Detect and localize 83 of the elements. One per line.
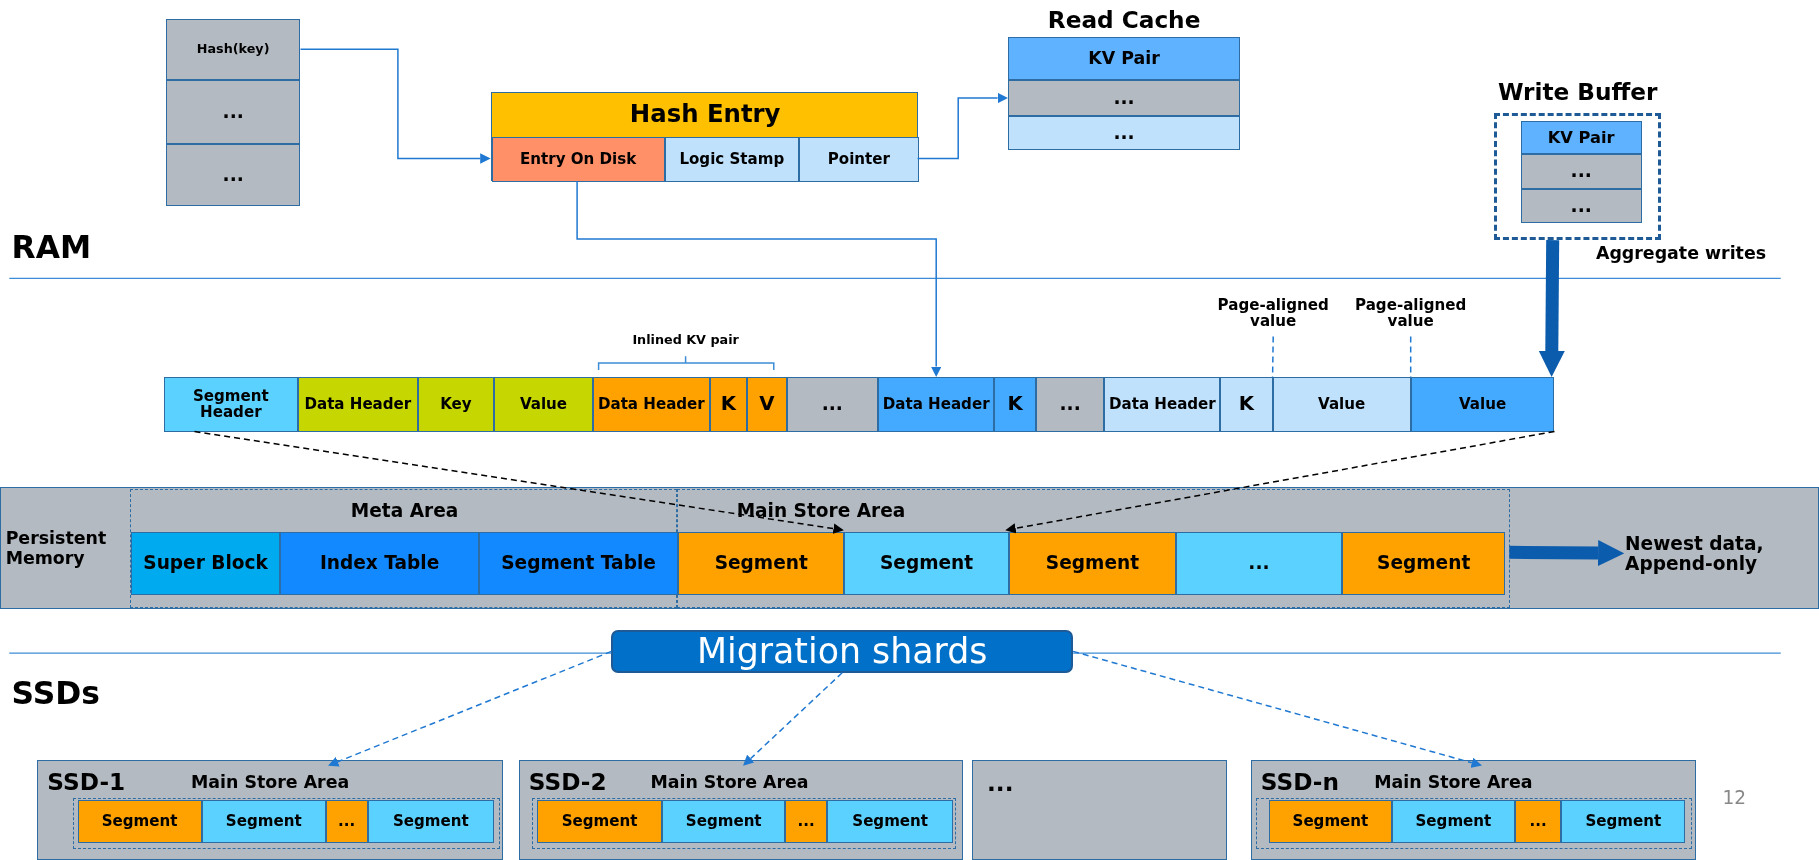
log-cell: K	[709, 377, 748, 432]
row-cell: ...	[1520, 154, 1642, 190]
segment-block: Segment	[1561, 800, 1686, 844]
hash-slot: ...	[165, 143, 301, 207]
area-title: Meta Area	[349, 499, 460, 524]
area-block: Segment Table	[478, 532, 679, 595]
arrow	[328, 650, 613, 767]
row-cell: KV Pair	[1008, 37, 1241, 81]
arrow	[743, 672, 843, 766]
entry-record	[490, 91, 918, 181]
segment-block: Segment	[1341, 532, 1506, 595]
section-title: RAM	[11, 227, 93, 267]
area-block: Super Block	[130, 532, 281, 595]
area-outline	[129, 489, 678, 608]
segment-block: ...	[785, 800, 827, 844]
note-text: Newest data, Append-only	[1625, 518, 1811, 591]
block-arrow	[1509, 540, 1625, 567]
hash-slot: Hash(key)	[165, 18, 301, 80]
segment-block: Segment	[678, 532, 845, 595]
arrow	[1005, 430, 1556, 534]
segment-block: Segment	[1008, 532, 1176, 595]
row-cell: ...	[1008, 80, 1241, 116]
drive-box: ...	[972, 759, 1228, 860]
bracket-label: Inlined KV pair	[631, 330, 740, 349]
segment-block: Segment	[662, 800, 786, 844]
table-title: Read Cache	[1046, 4, 1202, 35]
segment-block: ...	[1176, 532, 1342, 595]
log-cell: Data Header	[878, 377, 995, 432]
area-title: Main Store Area	[190, 770, 351, 794]
memory-band	[0, 487, 1819, 609]
log-cell: Segment Header	[163, 377, 299, 432]
area-block: Index Table	[280, 532, 479, 595]
area-outline	[677, 489, 1511, 608]
log-cell: Value	[1410, 377, 1555, 432]
banner-box: Migration shards	[611, 629, 1074, 673]
segment-block: Segment	[367, 800, 494, 844]
field-cell: Entry On Disk	[491, 136, 665, 182]
band-title: Persistent Memory	[4, 527, 108, 570]
log-cell: Data Header	[298, 377, 418, 432]
arrow	[193, 430, 844, 534]
arrow	[1072, 650, 1482, 768]
log-cell: V	[747, 377, 787, 432]
log-cell: ...	[1035, 377, 1105, 432]
segment-block: Segment	[1268, 800, 1392, 844]
log-cell: Value	[1272, 377, 1411, 432]
arrow	[576, 180, 942, 377]
field-cell: Logic Stamp	[664, 136, 800, 182]
record-title: Hash Entry	[628, 98, 782, 131]
edge-label: Aggregate writes	[1593, 243, 1769, 263]
segment-block: Segment	[201, 800, 326, 844]
drive-box	[37, 759, 504, 860]
page-number: 12	[1721, 785, 1748, 810]
drive-title: SSD-1	[46, 766, 127, 797]
drive-box	[518, 759, 963, 860]
segment-block: Segment	[826, 800, 954, 844]
area-title: Main Store Area	[735, 499, 907, 524]
row-cell: ...	[1008, 116, 1241, 150]
arrow	[299, 48, 491, 164]
block-arrow	[1538, 240, 1565, 377]
row-cell: ...	[1520, 189, 1642, 223]
leader-line	[1271, 335, 1274, 378]
hash-slot: ...	[165, 80, 301, 144]
drive-title: SSD-2	[527, 766, 608, 797]
segment-block: ...	[1514, 800, 1562, 844]
segment-block: Segment	[1391, 800, 1515, 844]
section-title: SSDs	[11, 674, 101, 714]
row-cell: KV Pair	[1520, 120, 1642, 155]
log-cell: Value	[494, 377, 593, 432]
segment-block: Segment	[844, 532, 1009, 595]
table-title: Write Buffer	[1496, 76, 1659, 107]
leader-line	[1409, 335, 1412, 378]
log-cell: K	[994, 377, 1036, 432]
segment-block: ...	[325, 800, 368, 844]
log-cell: Key	[417, 377, 495, 432]
log-cell: ...	[786, 377, 879, 432]
log-cell: Data Header	[1104, 377, 1221, 432]
arrow	[916, 92, 1009, 160]
segment-block: Segment	[536, 800, 663, 844]
field-cell: Pointer	[799, 136, 919, 182]
log-cell: Data Header	[592, 377, 710, 432]
segment-block: Segment	[77, 800, 202, 844]
log-cell: K	[1220, 377, 1273, 432]
drive-title: SSD-n	[1259, 766, 1340, 797]
